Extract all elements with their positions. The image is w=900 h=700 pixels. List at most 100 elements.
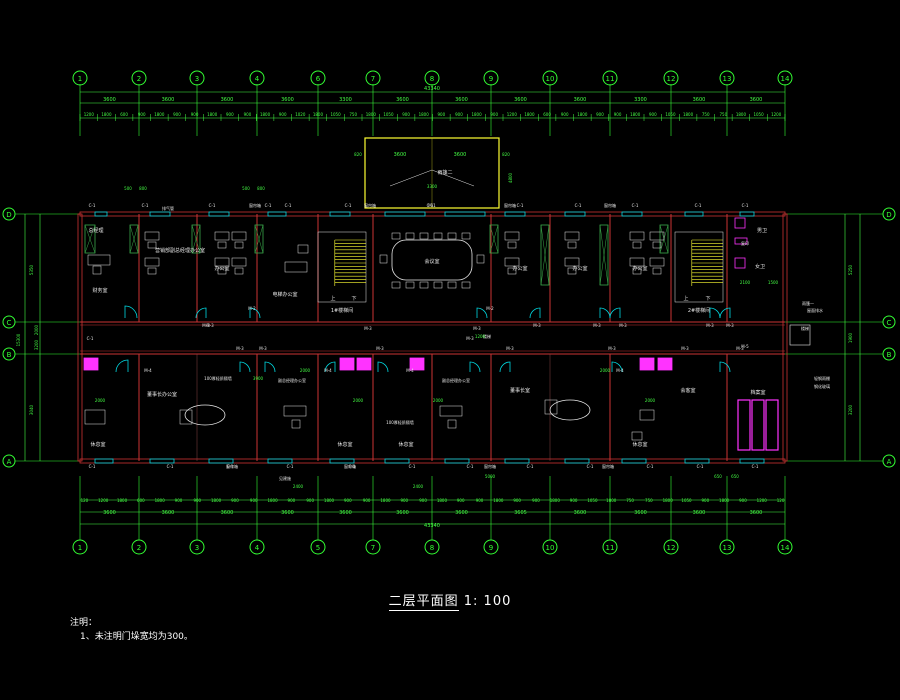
dim-sub-top: 900 [596, 112, 604, 117]
axis-label-top: 4 [255, 75, 260, 83]
dim-right-3: 3200 [848, 404, 853, 415]
dim-bay-bottom: 3600 [396, 510, 409, 516]
tag-door-m3: M-3 [473, 326, 481, 331]
dim-total-top: 43340 [424, 86, 440, 92]
desk [214, 257, 230, 267]
chair [405, 281, 415, 289]
side-stair [789, 324, 811, 346]
dim-sub-bottom: 1800 [211, 498, 222, 503]
tag-door-m3-s: M-3 [236, 346, 244, 351]
wc-fixture [734, 257, 746, 269]
door-swing [115, 359, 129, 373]
dim-sub-top: 1800 [313, 112, 324, 117]
label-canopy-1: 雨篷一 [802, 300, 814, 306]
dim-sub-bottom: 1050 [587, 498, 598, 503]
bed [84, 409, 106, 425]
dim-sub-top: 1020 [295, 112, 306, 117]
chair [217, 267, 227, 275]
dim-sub-bottom: 1800 [324, 498, 335, 503]
dim-bay-bottom: 3600 [162, 510, 175, 516]
tag-window-top: C-1 [427, 203, 434, 208]
dim-bay-top: 3600 [162, 97, 175, 103]
dim-sub-top: 1800 [207, 112, 218, 117]
dim-local: 2000 [95, 398, 106, 403]
label-tempered-glass: 钢化玻璃 [814, 383, 830, 389]
dim-left-1: 5350 [29, 264, 34, 275]
tag-curtain-bottom: 窗帘箱 [484, 463, 496, 469]
desk [283, 405, 307, 417]
axis-label-bottom: 5 [316, 544, 320, 552]
dim-bay-top: 3600 [221, 97, 234, 103]
tag-window-top: C-1 [265, 203, 272, 208]
axis-label-bottom: 14 [781, 544, 790, 552]
dim-sub-top: 1800 [577, 112, 588, 117]
dim-total-bottom: 43340 [424, 523, 440, 529]
dim-entrance-side-l: 820 [354, 152, 362, 157]
window-south [739, 458, 765, 464]
chair [179, 409, 193, 425]
archive-cabinet [737, 399, 751, 451]
chair [652, 267, 662, 275]
dim-sub-bottom: 900 [306, 498, 314, 503]
wc-bathroom-1 [83, 357, 99, 371]
tag-window-bottom: C-1 [167, 464, 174, 469]
tag-window-bottom: C-1 [287, 464, 294, 469]
dim-sub-bottom: 120 [81, 498, 89, 503]
label-room-9: 办公室 [572, 265, 587, 272]
label-room-5: 电梯办公室 [272, 291, 297, 298]
conference-table [391, 239, 473, 281]
dim-bay-top: 3600 [750, 97, 763, 103]
tag-window-top: C-1 [345, 203, 352, 208]
dim-local: 2000 [433, 398, 444, 403]
dim-sub-bottom: 1800 [117, 498, 128, 503]
dim-sub-bottom: 900 [400, 498, 408, 503]
label-room-19: 休息室 [337, 441, 352, 448]
stair-outline [317, 231, 367, 303]
axis-bubble-top [424, 70, 440, 86]
chair [234, 241, 244, 249]
archive-cabinet [765, 399, 779, 451]
axis-label-bottom: 4 [255, 544, 260, 552]
tag-window-bottom: C-1 [467, 464, 474, 469]
window-north [684, 211, 704, 217]
dim-sub-bottom: 750 [645, 498, 653, 503]
dim-sub-top: 900 [561, 112, 569, 117]
tag-window-bottom: C-1 [409, 464, 416, 469]
desk [231, 231, 247, 241]
cabinet [84, 224, 96, 254]
tag-door-m3: M-3 [706, 323, 714, 328]
desk [504, 231, 520, 241]
cabinet [129, 224, 139, 254]
dim-sub-bottom: 900 [457, 498, 465, 503]
cabinet [599, 224, 609, 286]
chair [544, 399, 558, 415]
dim-sub-bottom: 1800 [155, 498, 166, 503]
dim-sub-bottom: 900 [193, 498, 201, 503]
window-south [267, 458, 293, 464]
dim-sub-top: 1050 [383, 112, 394, 117]
dim-sub-top: 900 [614, 112, 622, 117]
label-room-4: 办公室 [214, 265, 229, 272]
label-stair-2: 2#楼梯间 [688, 307, 710, 314]
label-conference: 会议室 [424, 258, 439, 265]
dim-sub-top: 1800 [630, 112, 641, 117]
dim-sub-bottom: 1800 [550, 498, 561, 503]
label-stair-1: 1#楼梯间 [331, 307, 353, 314]
door-swing [124, 305, 138, 319]
dim-sub-bottom: 900 [231, 498, 239, 503]
dim-bay-top: 3600 [574, 97, 587, 103]
label-room-25: 会客室 [680, 387, 695, 394]
tag-window-bottom: C-1 [349, 464, 356, 469]
axis-label-left: C [7, 319, 12, 327]
label-stair-ext: 楼梯 [801, 325, 809, 331]
dim-sub-bottom: 900 [532, 498, 540, 503]
axis-label-bottom: 1 [78, 544, 82, 552]
label-up-1: 上 [330, 295, 335, 302]
desk [629, 231, 645, 241]
dim-sub-bottom: 120 [777, 498, 785, 503]
dim-sub-bottom: 1800 [437, 498, 448, 503]
axis-bubble-bottom [483, 539, 499, 555]
wall-east [782, 213, 788, 462]
dim-bay-bottom: 3600 [634, 510, 647, 516]
dim-sub-top: 1800 [736, 112, 747, 117]
